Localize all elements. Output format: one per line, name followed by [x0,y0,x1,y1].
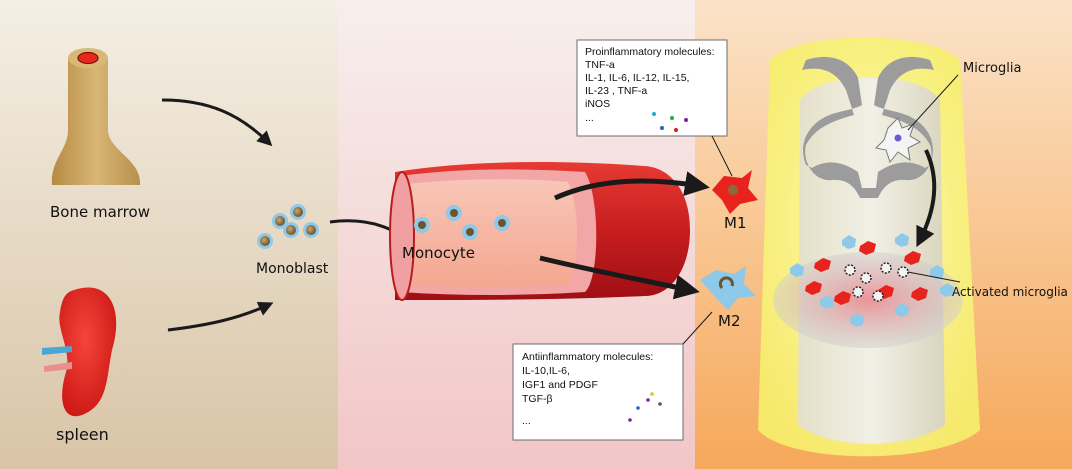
monoblast-cell [283,222,299,238]
antiinflammatory-box [512,343,684,441]
m1-label: M1 [724,214,747,232]
activated-microglia-cell [852,286,864,298]
proinflammatory-line: IL-1, IL-6, IL-12, IL-15, [585,72,689,84]
activated-microglia-label: Activated microglia [952,285,1068,299]
m2-cell [790,263,804,277]
m2-nucleus [718,276,734,290]
m2-cell [820,295,834,309]
proinflammatory-line: ... [585,112,594,124]
activated-microglia-cell [880,262,892,274]
microglia-nucleus [894,134,902,142]
m1-cell [904,251,921,265]
activated-microglia-cell [860,272,872,284]
proinflammatory-line: IL-23 , TNF-a [585,85,647,97]
arrow-bone-to-monoblast [161,98,273,147]
activated-microglia-connector [907,271,961,283]
antiinflammatory-connector [682,311,713,345]
monocyte-cell [414,217,430,233]
monoblast-cell [257,233,273,249]
monocyte-label: Monocyte [402,244,475,262]
arrow-monocyte-to-m2 [539,255,700,300]
m1-cell [805,281,822,295]
m2-cell [940,283,954,297]
proinflammatory-box [576,39,728,137]
spleen-label: spleen [56,425,109,444]
lesion-cells [790,233,954,327]
monocyte-cell [446,205,462,221]
panel-left-background [0,0,338,469]
microglia-connector [907,74,959,131]
antiinflammatory-line: TGF-β [522,393,553,405]
m2-cell [895,303,909,317]
cytokine-dots [628,392,662,422]
m1-cell [859,241,876,255]
monocyte-cell [494,215,510,231]
m1-cell [911,287,928,301]
antiinflammatory-line: IL-10,IL-6, [522,365,570,377]
m1-cell [814,258,831,272]
activated-microglia-cell [897,266,909,278]
activated-microglia-cell [844,264,856,276]
bone-marrow-label: Bone marrow [50,203,150,221]
microglia-label: Microglia [963,61,1021,76]
proinflammatory-title: Proinflammatory molecules: [585,46,715,58]
monoblast-cell [272,213,288,229]
m2-cell [850,313,864,327]
spleen-icon [42,287,117,417]
m2-cell [895,233,909,247]
cytokine-dots [652,112,688,132]
antiinflammatory-line: IGF1 and PDGF [522,379,598,391]
antiinflammatory-title: Antiinflammatory molecules: [522,351,653,363]
monoblast-cell [290,204,306,220]
proinflammatory-connector [711,135,733,177]
antiinflammatory-line: ... [522,415,531,427]
m1-nucleus [728,185,738,195]
monocyte-cells [414,205,510,240]
monocyte-cell [462,224,478,240]
monoblast-cell [303,222,319,238]
m2-cell [930,265,944,279]
proinflammatory-line: iNOS [585,98,610,110]
bone-marrow-icon [51,48,141,185]
activated-microglia-cell [872,290,884,302]
monoblast-label: Monoblast [256,261,329,277]
m2-cell [842,235,856,249]
arrow-monocyte-to-m1 [553,171,710,201]
arrow-microglia-to-activated [916,149,937,248]
proinflammatory-line: TNF-a [585,59,615,71]
arrow-spleen-to-monoblast [167,301,274,332]
m1-cell [834,291,851,305]
m2-label: M2 [718,312,741,330]
monoblast-cells [257,204,319,249]
m2-macrophage-icon [700,266,756,310]
